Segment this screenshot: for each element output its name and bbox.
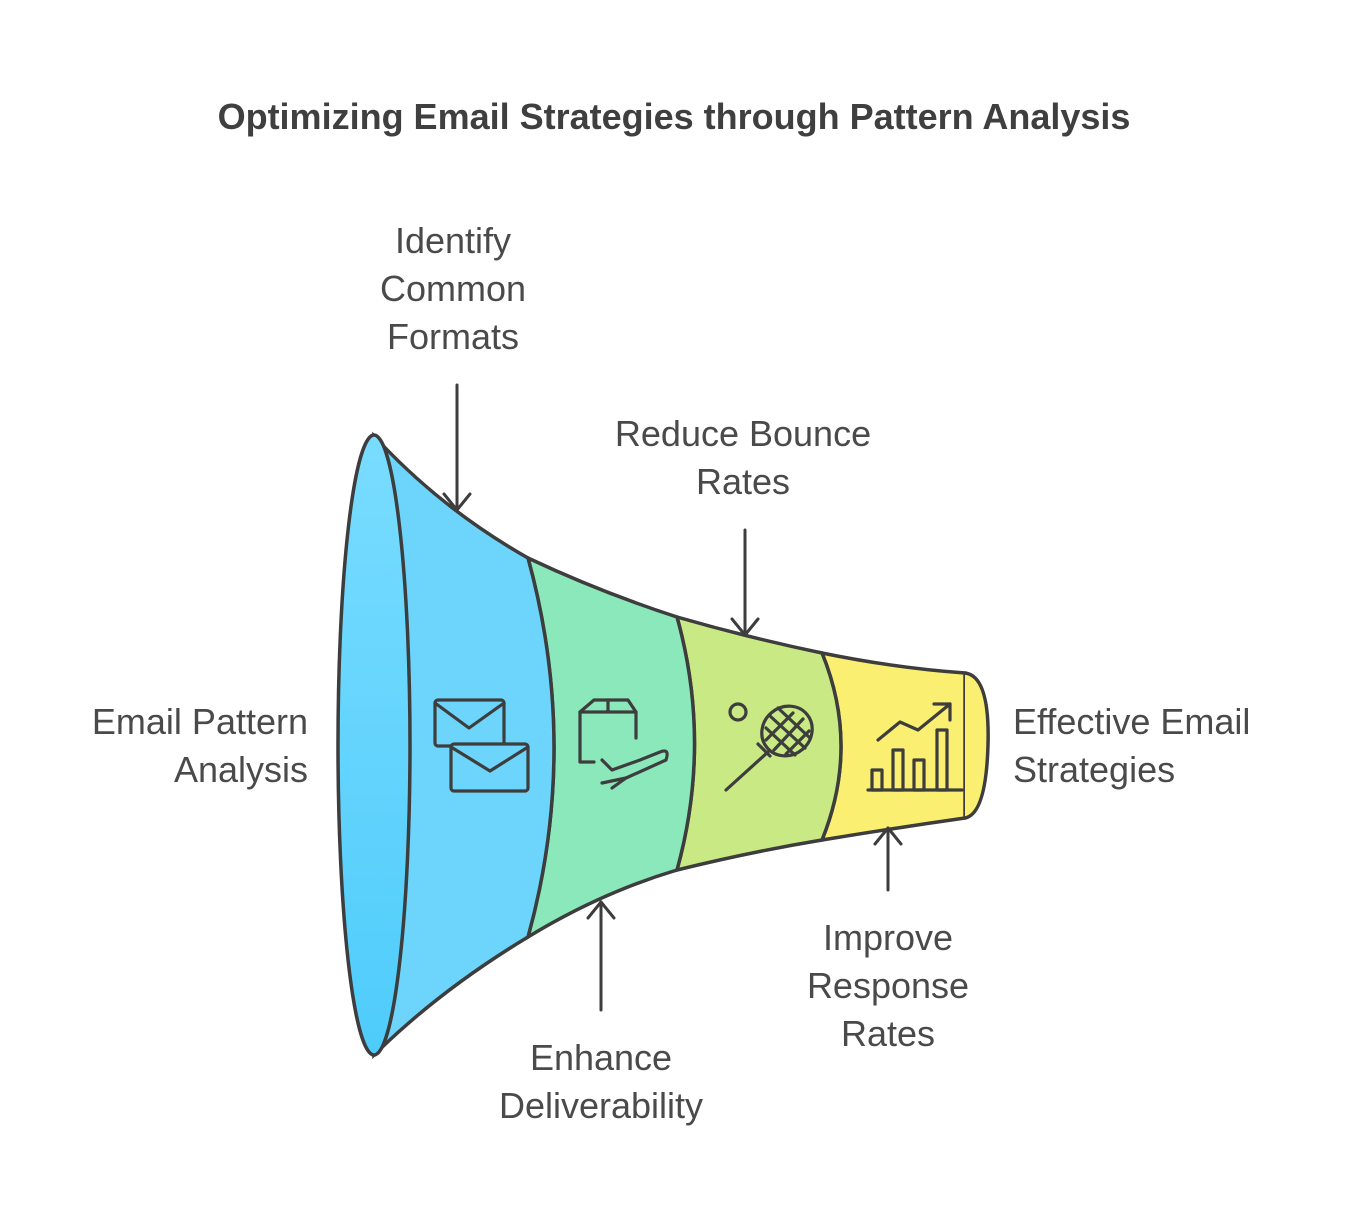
funnel-end-cap bbox=[964, 671, 990, 820]
envelopes-icon bbox=[433, 698, 530, 793]
arrow-down-stage-1 bbox=[442, 383, 472, 512]
diagram-title: Optimizing Email Strategies through Patt… bbox=[217, 96, 1131, 137]
funnel-mouth bbox=[336, 433, 412, 1057]
arrow-up-stage-2 bbox=[586, 900, 616, 1012]
arrow-down-stage-3 bbox=[730, 528, 760, 637]
package-plane-icon bbox=[578, 698, 669, 790]
growth-chart-icon bbox=[866, 702, 964, 792]
arrow-up-stage-4 bbox=[873, 826, 903, 892]
funnel-band-4 bbox=[819, 650, 967, 843]
racket-ball-icon bbox=[724, 702, 814, 792]
